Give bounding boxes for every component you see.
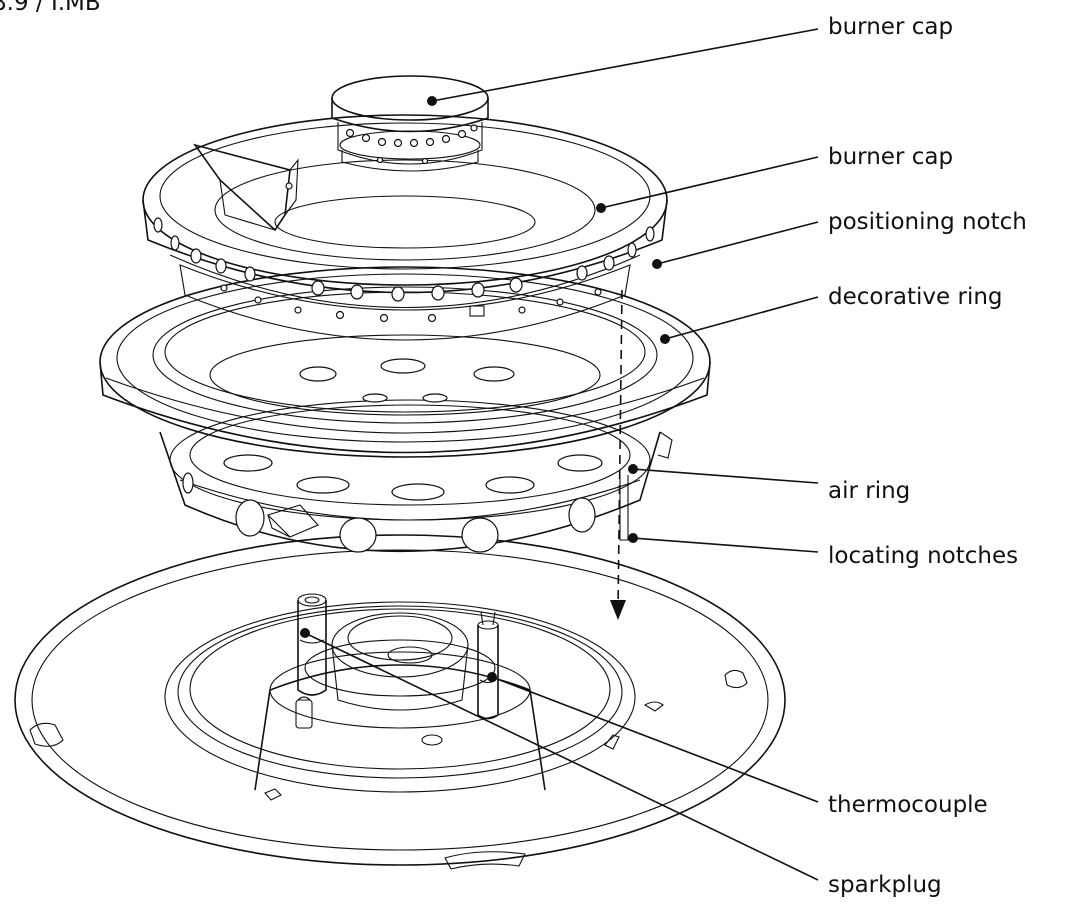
decorative-ring [99, 266, 711, 458]
label-locating-notches: locating notches [828, 543, 1018, 569]
air-ring [159, 399, 673, 553]
label-positioning-notch: positioning notch [828, 209, 1027, 235]
label-decorative-ring: decorative ring [828, 284, 1003, 310]
burner-cap-top [331, 75, 489, 172]
alignment-arrow [610, 600, 626, 620]
label-air-ring: air ring [828, 478, 910, 504]
base-plate [14, 534, 786, 870]
label-thermocouple: thermocouple [828, 792, 988, 818]
leader-lines [300, 28, 819, 881]
label-sparkplug: sparkplug [828, 872, 942, 898]
label-burner-cap-ring: burner cap [828, 144, 953, 170]
alignment-dashed-line [617, 289, 623, 611]
burner-cap-ring [142, 114, 668, 341]
top-left-text: 8.9 / I.MB [0, 0, 101, 16]
label-burner-cap-top: burner cap [828, 14, 953, 40]
